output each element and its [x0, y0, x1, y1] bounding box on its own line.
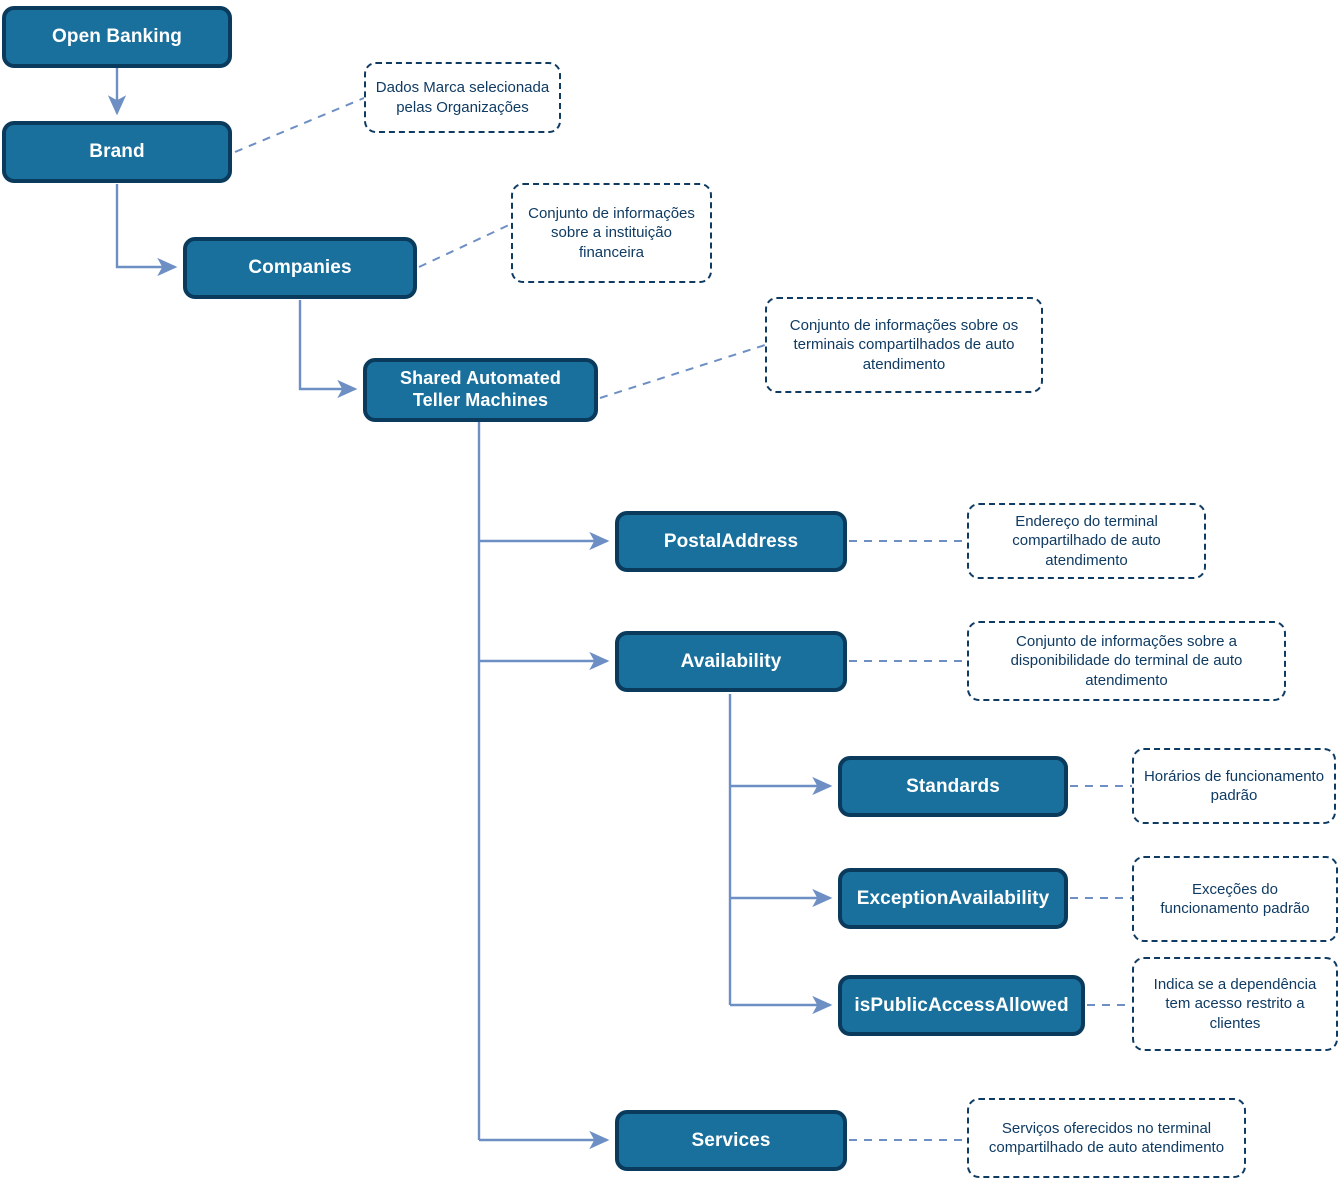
node-shared-automated-teller-machines[interactable]: Shared Automated Teller Machines — [363, 358, 598, 422]
note-availability: Conjunto de informações sobre a disponib… — [967, 621, 1286, 701]
edge-companies-to-shared-atm — [298, 300, 358, 399]
leader-brand — [234, 97, 365, 153]
edge-availability-trunk — [728, 694, 833, 1015]
node-brand[interactable]: Brand — [2, 121, 232, 183]
node-services[interactable]: Services — [615, 1110, 847, 1171]
node-availability[interactable]: Availability — [615, 631, 847, 692]
note-shared-automated-teller-machines: Conjunto de informações sobre os termina… — [765, 297, 1043, 393]
leader-shared-atm — [599, 344, 766, 399]
note-standards: Horários de funcionamento padrão — [1132, 748, 1336, 824]
note-exception-availability: Exceções do funcionamento padrão — [1132, 856, 1338, 942]
leader-companies — [418, 223, 512, 268]
node-exception-availability[interactable]: ExceptionAvailability — [838, 868, 1068, 929]
node-companies[interactable]: Companies — [183, 237, 417, 299]
note-companies: Conjunto de informações sobre a institui… — [511, 183, 712, 283]
node-standards[interactable]: Standards — [838, 756, 1068, 817]
node-open-banking[interactable]: Open Banking — [2, 6, 232, 68]
edge-shared-atm-trunk — [477, 422, 610, 1150]
edge-brand-to-companies — [115, 184, 178, 277]
note-postal-address: Endereço do terminal compartilhado de au… — [967, 503, 1206, 579]
note-services: Serviços oferecidos no terminal comparti… — [967, 1098, 1246, 1178]
node-is-public-access-allowed[interactable]: isPublicAccessAllowed — [838, 975, 1085, 1036]
node-postal-address[interactable]: PostalAddress — [615, 511, 847, 572]
note-brand: Dados Marca selecionada pelas Organizaçõ… — [364, 62, 561, 133]
note-is-public-access-allowed: Indica se a dependência tem acesso restr… — [1132, 957, 1338, 1051]
